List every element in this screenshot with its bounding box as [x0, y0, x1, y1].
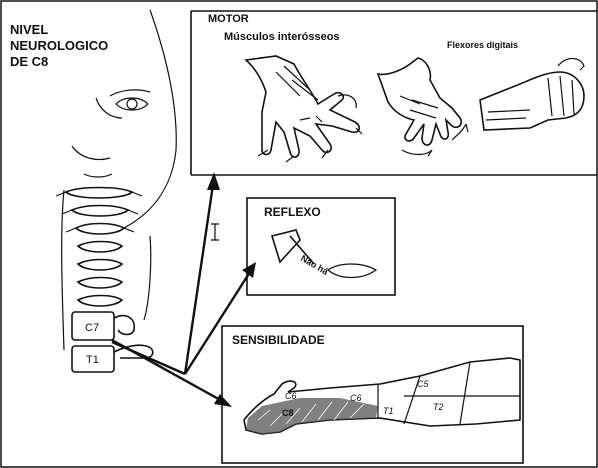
t1-label: T1	[86, 354, 99, 366]
reflex-heading: REFLEXO	[264, 205, 321, 219]
reflex-note: Não há	[299, 253, 331, 277]
arrow-to-motor	[185, 178, 214, 374]
dermatome-c6-hand: C6	[285, 391, 297, 401]
dermatome-t2: T2	[433, 402, 444, 412]
hand-spread-illustration	[246, 56, 362, 162]
dermatome-c6-forearm: C6	[350, 393, 362, 403]
dermatome-c8: C8	[282, 408, 294, 418]
title-line-1: NIVEL	[10, 22, 48, 37]
text-cursor-icon	[211, 224, 219, 240]
title-block: NIVEL NEUROLOGICO DE C8	[10, 22, 108, 69]
arrow-to-reflex	[185, 272, 250, 374]
motor-heading: MOTOR	[208, 13, 249, 25]
hand-flexed-illustration	[378, 58, 468, 156]
motor-panel: MOTOR Músculos interósseos Flexores digi…	[191, 11, 597, 175]
c7-label: C7	[85, 322, 99, 334]
dermatome-t1: T1	[383, 406, 394, 416]
arrows	[112, 172, 256, 407]
sensibility-heading: SENSIBILIDADE	[232, 333, 325, 347]
c8-dermatome-shading	[246, 398, 378, 434]
spine-illustration: C7 T1	[56, 188, 153, 373]
motor-interosseous-label: Músculos interósseos	[224, 31, 340, 43]
fist-illustration	[480, 59, 584, 131]
title-line-2: NEUROLOGICO	[10, 38, 108, 53]
title-line-3: DE C8	[10, 54, 48, 69]
arrow-to-sensibility	[112, 340, 224, 402]
sensibility-panel: SENSIBILIDADE C6 C8 C6 T1 C5 T2	[222, 326, 523, 463]
motor-flexors-label: Flexores digitais	[447, 40, 518, 50]
dermatome-c5: C5	[417, 379, 429, 389]
reflex-panel: REFLEXO Não há	[247, 198, 395, 295]
